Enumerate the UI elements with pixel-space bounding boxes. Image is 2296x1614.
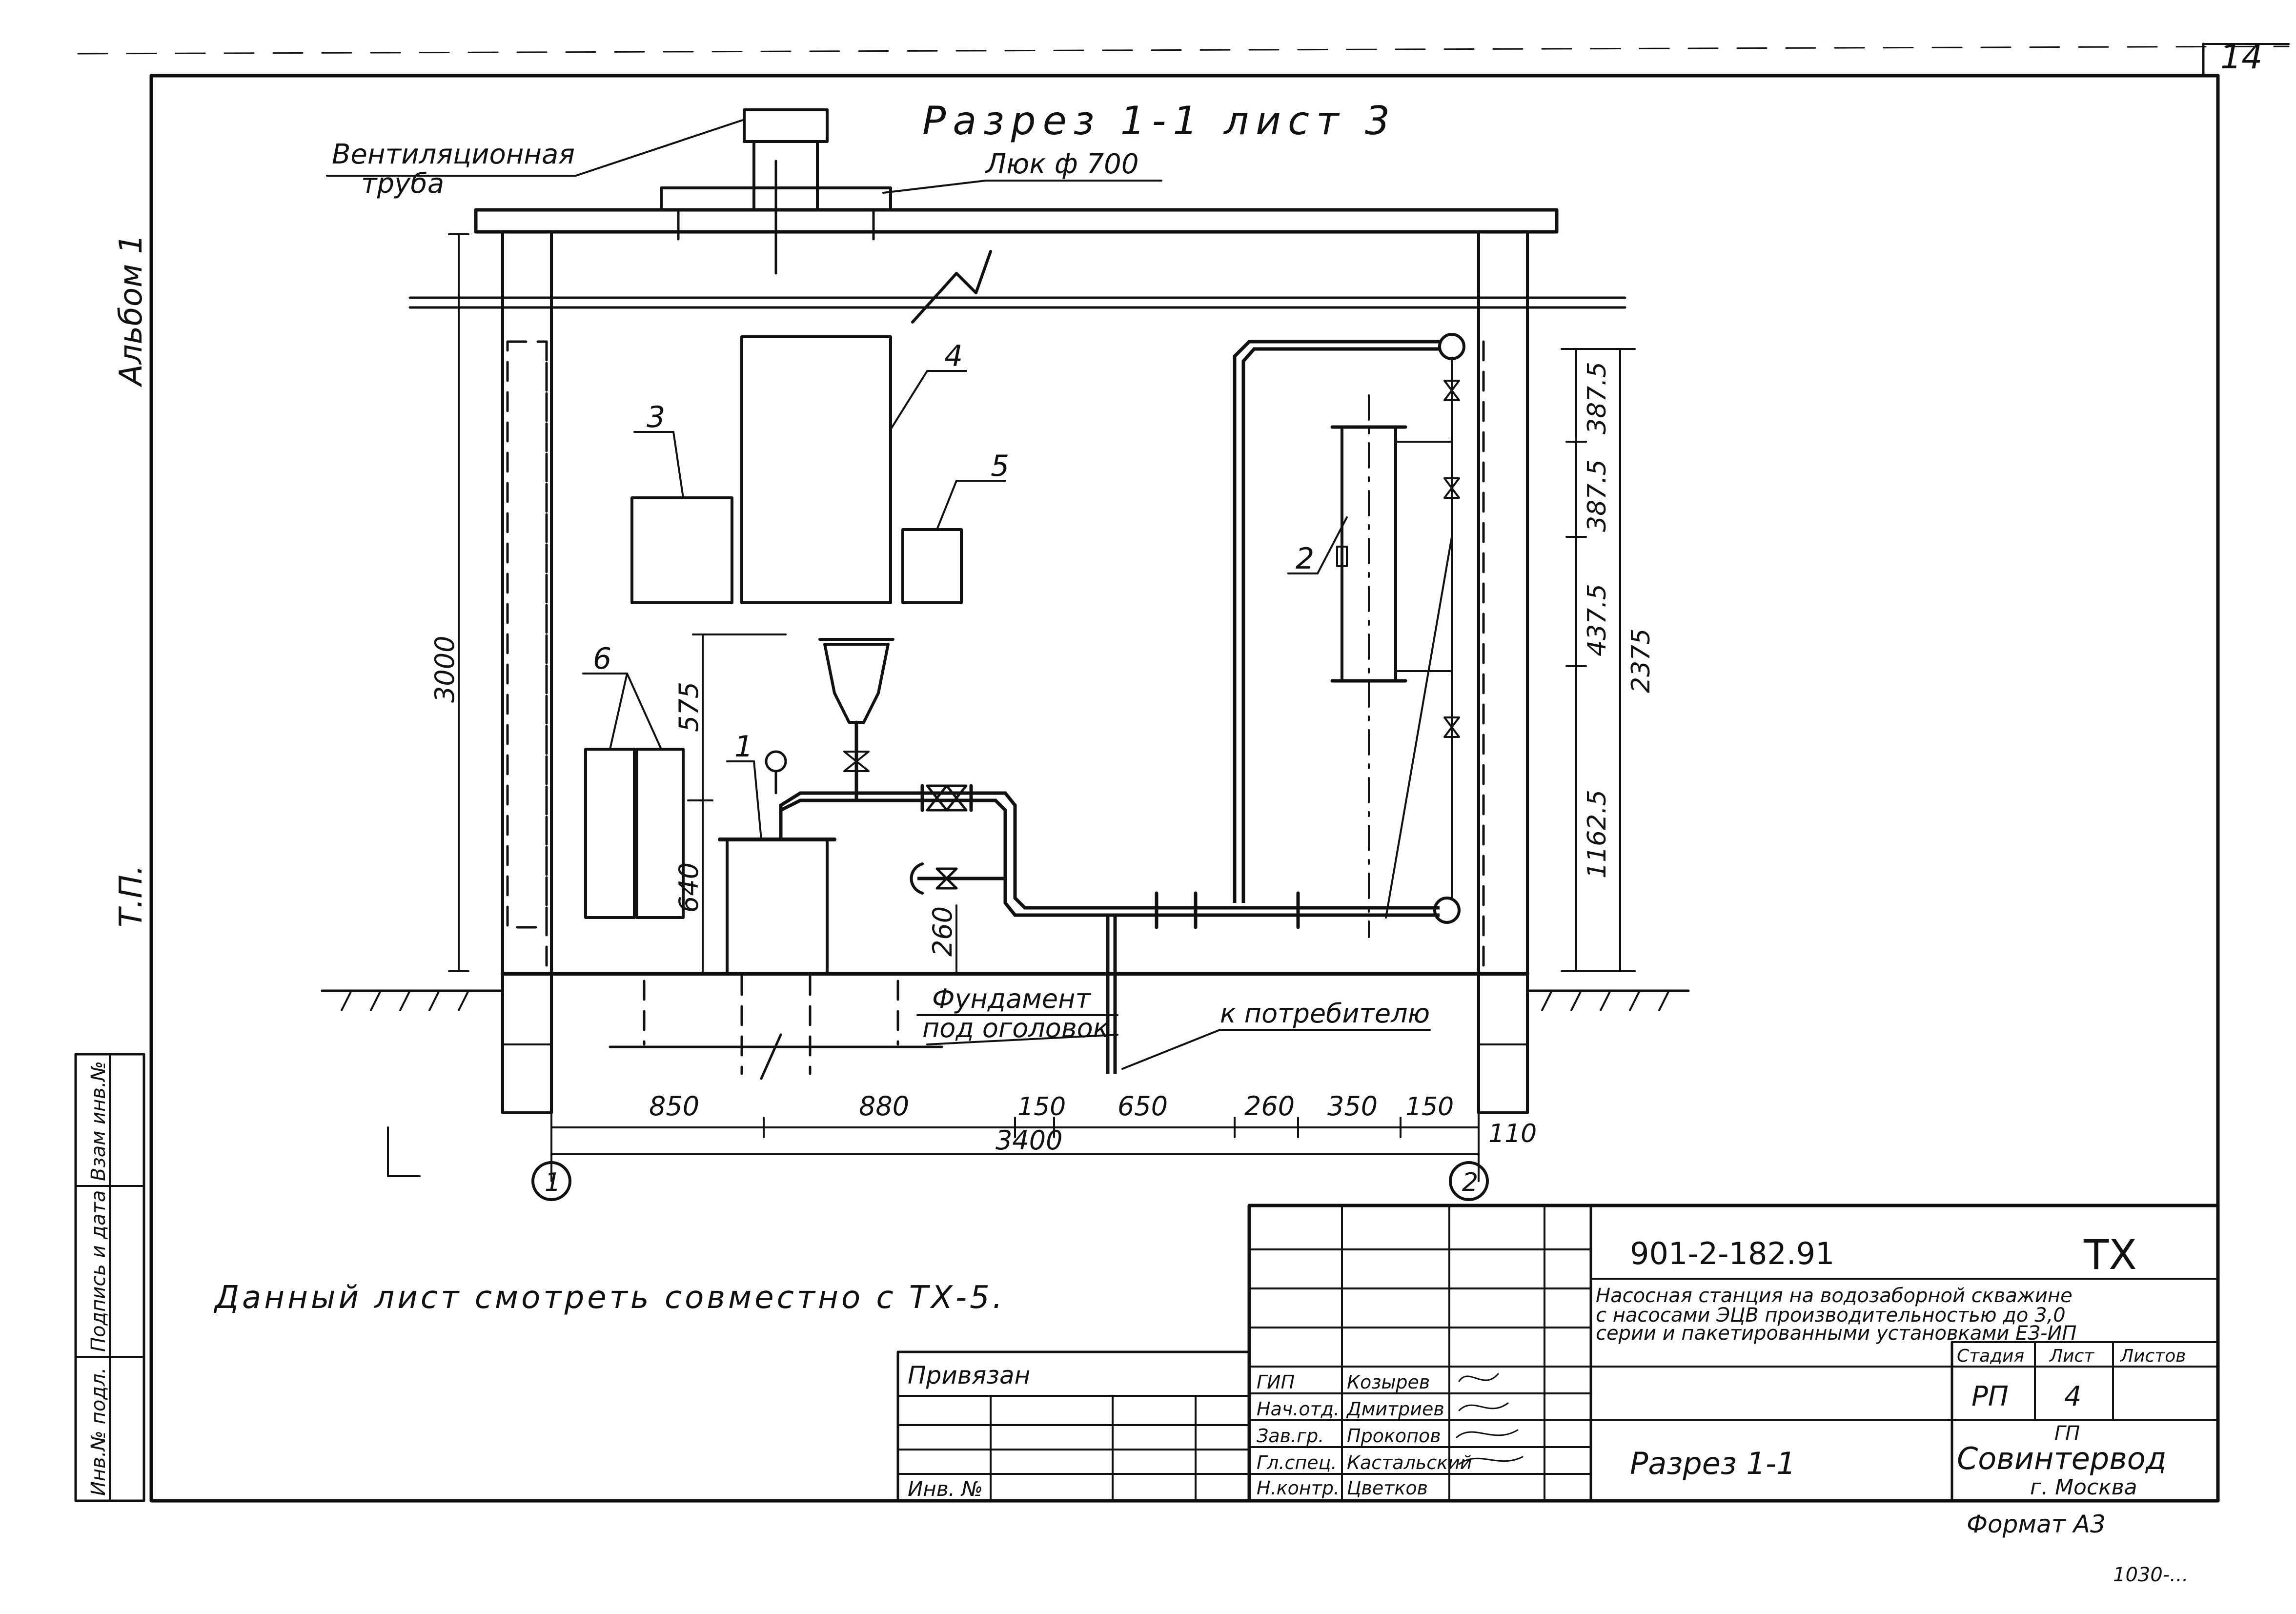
org-line-3: г. Москва [2030, 1475, 2137, 1500]
signature-scribbles [1456, 1373, 1524, 1465]
role-1: ГИП [1257, 1371, 1295, 1393]
org-line-2: Совинтервод [1957, 1441, 2167, 1476]
item-6-box-b [635, 748, 685, 919]
dim-575: 575 [673, 682, 704, 732]
org-line-1: ГП [2054, 1422, 2080, 1445]
dim-bottom-3: 150 [1017, 1092, 1066, 1122]
name-2: Дмитриев [1346, 1398, 1444, 1420]
pos-3: 3 [647, 400, 665, 434]
axis-1-label: 1 [545, 1168, 561, 1197]
name-3: Прокопов [1347, 1425, 1441, 1447]
drawing-name: Разрез 1-1 [1630, 1446, 1796, 1481]
vent-pipe-label-1: Вентиляционная [332, 139, 575, 170]
piping [765, 333, 1465, 1074]
dim-bottom-7: 150 [1405, 1092, 1454, 1122]
corner-mark: 1030-... [2113, 1564, 2188, 1586]
vertical-dimensions [448, 233, 1636, 975]
name-1: Козырев [1347, 1371, 1430, 1393]
hatch-label: Люк ф 700 [985, 148, 1138, 180]
side-stamp [74, 1053, 145, 1502]
dim-3000: 3000 [429, 636, 460, 703]
item-6-box-a [584, 748, 636, 919]
pos-2: 2 [1296, 542, 1314, 576]
role-5: Н.контр. [1257, 1477, 1340, 1499]
dim-bottom-1: 850 [649, 1091, 699, 1122]
description-line-2: с насосами ЭЦВ производительностью до 3,… [1596, 1304, 2066, 1327]
foundation-label-2: под оголовок [922, 1013, 1109, 1043]
roof-fixtures [326, 108, 1162, 275]
binding-label: Привязан [908, 1361, 1030, 1389]
section-title: Разрез 1-1 лист 3 [922, 98, 1397, 143]
pos-6: 6 [593, 642, 611, 676]
pos-5: 5 [991, 449, 1009, 483]
axis-2-label: 2 [1462, 1168, 1478, 1197]
sheet-note: Данный лист смотреть совместно с ТХ-5. [213, 1280, 1005, 1316]
doc-mark: ТХ [2083, 1231, 2137, 1279]
dim-overall: 3400 [996, 1125, 1062, 1156]
dim-bottom-6: 350 [1327, 1091, 1378, 1122]
col-sheets: Листов [2119, 1346, 2186, 1366]
description-line-3: серии и пакетированными установками ЕЗ-И… [1596, 1322, 2076, 1345]
sheet-no-value: 4 [2064, 1381, 2082, 1412]
dim-387-a: 387.5 [1583, 362, 1612, 434]
name-4: Кастальский [1347, 1452, 1472, 1473]
role-4: Гл.спец. [1257, 1452, 1337, 1473]
dim-bottom-4: 650 [1118, 1091, 1168, 1122]
item-4-box [740, 335, 892, 604]
horizontal-dimensions [387, 1112, 1489, 1201]
dim-bottom-5: 260 [1244, 1091, 1295, 1122]
consumer-label: к потребителю [1220, 998, 1430, 1029]
dim-1162: 1162.5 [1583, 790, 1612, 879]
dim-bottom-2: 880 [859, 1091, 909, 1122]
dim-387-b: 387.5 [1583, 459, 1612, 532]
name-5: Цветков [1347, 1477, 1428, 1499]
building-section [321, 208, 1690, 1114]
dim-offset: 110 [1488, 1119, 1537, 1148]
item-3-box [630, 496, 733, 604]
side-inv-orig: Инв.№ подл. [87, 1368, 110, 1496]
title-block [1247, 1204, 2220, 1503]
doc-code: 901-2-182.91 [1630, 1236, 1834, 1271]
role-2: Нач.отд. [1257, 1398, 1340, 1420]
album-label: Альбом 1 [113, 234, 149, 388]
format-label: Формат А3 [1967, 1510, 2106, 1538]
description-line-1: Насосная станция на водозаборной скважин… [1596, 1285, 2072, 1307]
col-stage: Стадия [1957, 1346, 2024, 1366]
pos-4: 4 [944, 339, 963, 373]
dim-2375: 2375 [1626, 629, 1656, 693]
pos-1: 1 [734, 730, 753, 764]
role-3: Зав.гр. [1257, 1425, 1324, 1447]
page-number: 14 [2220, 38, 2263, 77]
dim-640: 640 [673, 862, 704, 913]
dim-437: 437.5 [1583, 584, 1612, 656]
stage-value: РП [1971, 1381, 2009, 1412]
binding-inv: Инв. № [908, 1477, 983, 1501]
col-sheet: Лист [2049, 1346, 2094, 1366]
item-1-wellhead [726, 838, 829, 975]
equipment [584, 335, 1407, 1080]
dim-260: 260 [927, 906, 958, 957]
tp-label: Т.П. [113, 865, 149, 927]
vent-pipe-label-2: труба [361, 168, 444, 200]
side-inv-repl: Взам инв.№ [87, 1061, 110, 1181]
side-sign-date: Подпись и дата [87, 1190, 110, 1352]
foundation-label-1: Фундамент [932, 983, 1091, 1014]
signature-rows: ГИП Козырев Нач.отд. Дмитриев Зав.гр. Пр… [1257, 1371, 1524, 1499]
position-callouts [582, 370, 1348, 840]
item-5-box [901, 528, 963, 604]
